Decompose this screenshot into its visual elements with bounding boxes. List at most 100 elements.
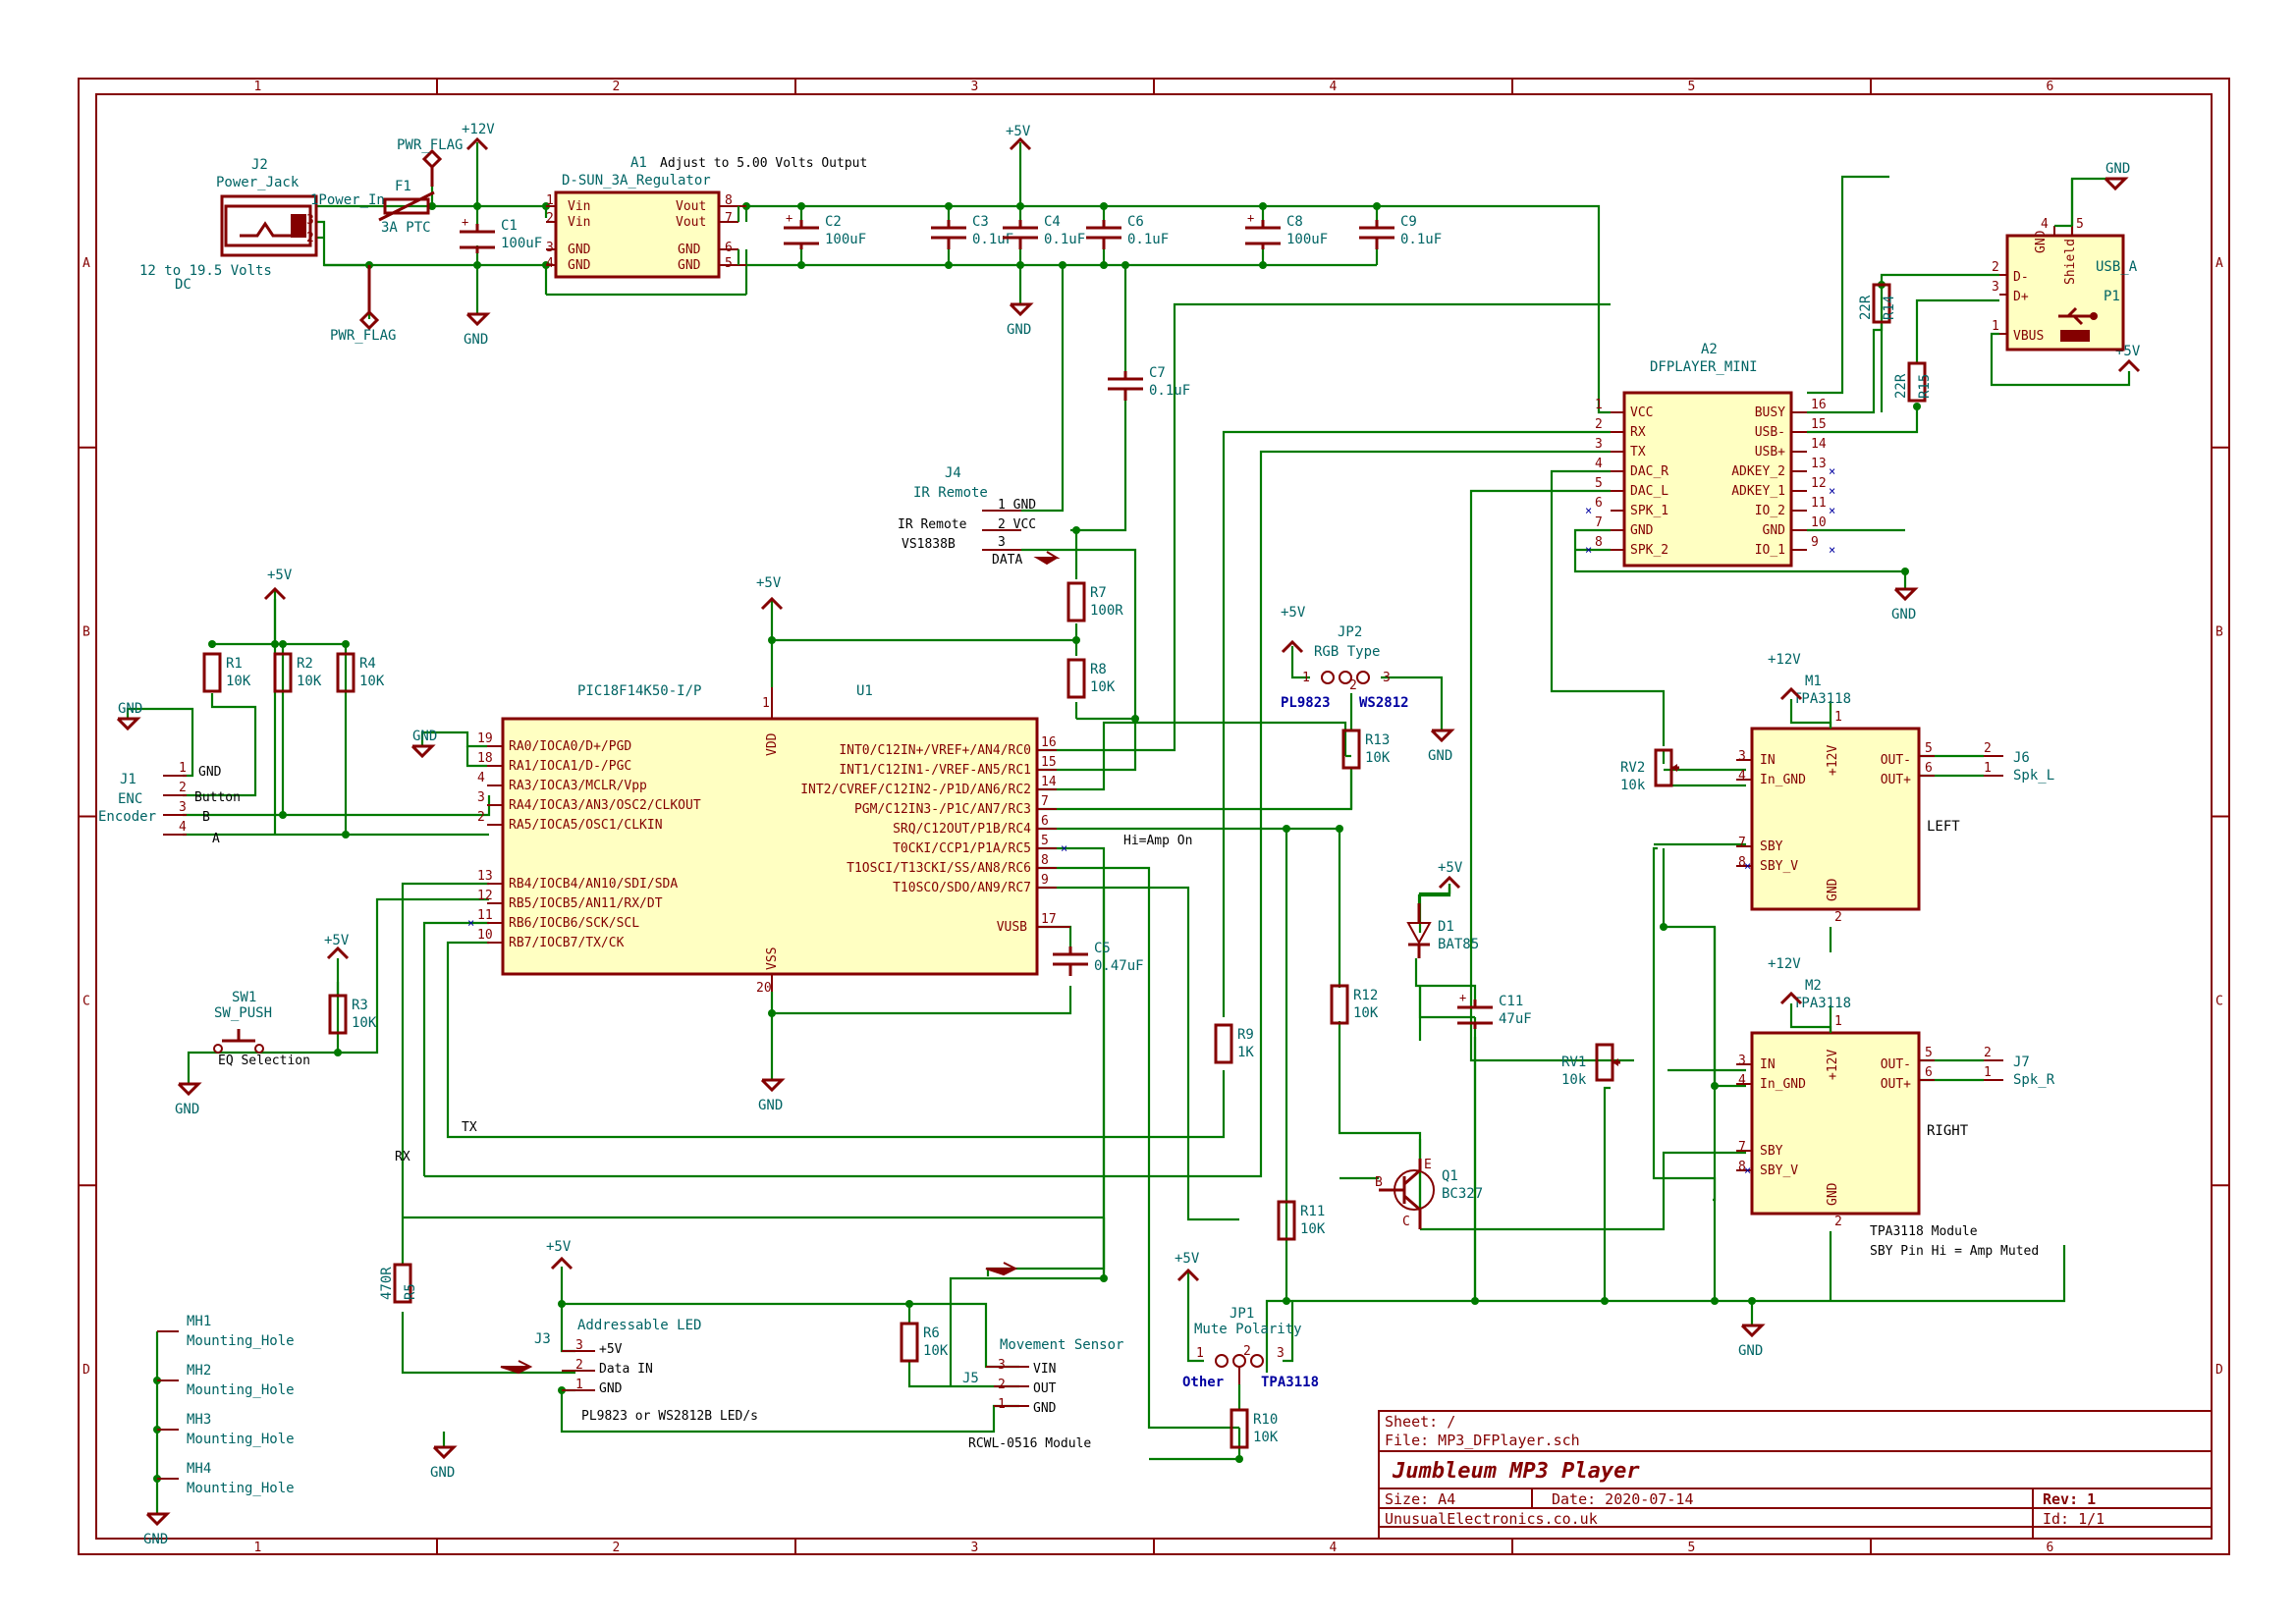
gnd-label: GND <box>143 1532 168 1547</box>
cap-ref: C9 <box>1400 214 1417 230</box>
u1-pin-num: 9 <box>1041 873 1049 888</box>
amp-value: TPA3118 <box>1793 996 1851 1011</box>
no-connect-mark: × <box>1829 504 1835 517</box>
usb-connector-p1: USB_A P1 GND Shield D- D+ VBUS 2 3 1 4 5 <box>1992 217 2138 352</box>
resistor-ref: R5 <box>403 1283 418 1300</box>
capacitor-c9: C90.1uF <box>1359 214 1442 249</box>
resistor-value: 22R <box>1858 295 1874 320</box>
u1-left-pin: RB6/IOCB6/SCK/SCL <box>509 916 639 931</box>
p5v-led-label: +5V <box>546 1239 572 1255</box>
ground-symbol: GND <box>1007 302 1034 338</box>
gnd-label: GND <box>2105 161 2130 177</box>
cap-value: 0.1uF <box>1044 232 1085 247</box>
junction-dot <box>768 636 776 644</box>
a1-pin2-num: 2 <box>546 211 554 226</box>
plus-mark: + <box>1247 211 1254 225</box>
p5v-u1-label: +5V <box>756 575 782 591</box>
j2-note-volts: 12 to 19.5 Volts <box>139 263 272 279</box>
p5v-jp2-label: +5V <box>1281 605 1306 621</box>
j2-value: Power_Jack <box>216 175 300 190</box>
p12v-amp-label: +12V <box>1768 652 1801 668</box>
junction-dot <box>1901 568 1909 575</box>
title-rev: Rev: 1 <box>2043 1490 2096 1508</box>
u1-right-pin: T0CKI/CCP1/P1A/RC5 <box>893 841 1031 856</box>
p12v-amp-label: +12V <box>1768 956 1801 972</box>
jp2-right: WS2812 <box>1359 695 1409 711</box>
amp-conn-pin: 1 <box>1984 761 1992 776</box>
j3-ref: J3 <box>534 1331 551 1347</box>
no-connect-mark: × <box>1585 504 1592 517</box>
power-jack-j2: J2 Power_Jack 1Power_In 12 to 19.5 Volts… <box>139 157 385 293</box>
p5v-encoder: +5V <box>263 568 293 601</box>
resistor-value: 1K <box>1237 1045 1254 1060</box>
arrow-right-icon <box>500 1360 533 1375</box>
u1-right-pin: INT2/CVREF/C12IN2-/P1D/AN6/RC2 <box>800 783 1031 797</box>
q1-collector-label: C <box>1402 1215 1410 1229</box>
u1-pin-num: 8 <box>1041 853 1049 868</box>
border-row-label: B <box>2215 625 2223 640</box>
j4-pin2: 2 VCC <box>998 517 1036 532</box>
tx-label: TX <box>462 1120 477 1135</box>
a2-pin-num: 11 <box>1811 496 1827 511</box>
dfplayer-a2: A2 DFPLAYER_MINI 1VCC2RX3TX4DAC_R5DAC_L6… <box>1585 342 1835 568</box>
resistor-value: 10K <box>352 1015 377 1031</box>
amplifier-m1: M1TPA3118LEFTINIn_GNDSBYSBY_V+12VGNDOUT-… <box>1620 652 2054 925</box>
cap-value: 0.1uF <box>1127 232 1169 247</box>
junction-dot <box>279 811 287 819</box>
resistor-ref: R12 <box>1353 988 1378 1003</box>
resistor-ref: R11 <box>1300 1204 1325 1219</box>
u1-left-pin: RA1/IOCA1/D-/PGC <box>509 759 631 774</box>
capacitor-c6: C60.1uF <box>1086 214 1169 249</box>
p5v-d1: +5V <box>1417 860 1463 903</box>
gnd-label: GND <box>464 332 488 348</box>
p12v-symbol-top: +12V <box>462 122 495 151</box>
amp-channel-label: RIGHT <box>1927 1123 1969 1139</box>
jp1-right: TPA3118 <box>1261 1375 1319 1390</box>
amp-on-note: Hi=Amp On <box>1123 834 1192 848</box>
j3-title: Addressable LED <box>577 1318 701 1333</box>
junction-dot <box>1259 261 1267 269</box>
j5-pin3-num: 3 <box>998 1358 1006 1373</box>
a1-pin8-num: 8 <box>725 193 733 208</box>
amp-pin-in-gnd: In_GND <box>1760 773 1806 787</box>
border-row-label: C <box>82 994 90 1008</box>
junction-dot <box>1100 1274 1108 1282</box>
junction-dots <box>153 202 1921 1483</box>
p5v-jp2: +5V <box>1281 605 1306 654</box>
junction-dot <box>1072 636 1080 644</box>
regulator-a1: A1 Adjust to 5.00 Volts Output D-SUN_3A_… <box>546 155 867 279</box>
p5v-top-label: +5V <box>1006 124 1031 139</box>
resistor-ref: R6 <box>923 1325 940 1341</box>
junction-dot <box>279 640 287 648</box>
gnd-label: GND <box>1007 322 1031 338</box>
amp-conn-ref: J7 <box>2013 1055 2030 1070</box>
amp-pin-12v: +12V <box>1826 1050 1840 1080</box>
mounting-holes: MH1Mounting_HoleMH2Mounting_HoleMH3Mount… <box>157 1314 295 1496</box>
junction-dot <box>473 202 481 210</box>
pot-value: 10k <box>1620 778 1646 793</box>
a1-pin1-num: 1 <box>546 193 554 208</box>
junction-dot <box>1283 825 1290 833</box>
border-col-label: 6 <box>2047 80 2054 94</box>
a2-pin-num: 10 <box>1811 515 1827 530</box>
u1-right-pin: PGM/C12IN3-/P1C/AN7/RC3 <box>854 802 1031 817</box>
border-row-label: D <box>82 1363 90 1378</box>
jp1-pin1-num: 1 <box>1196 1346 1204 1361</box>
u1-right-pin: T10SCO/SDO/AN9/RC7 <box>893 881 1031 895</box>
junction-dot <box>342 831 350 839</box>
amp-pin-num: 8 <box>1738 855 1746 870</box>
u1-vusb: VUSB <box>997 920 1027 935</box>
amp-pin-out-plus: OUT+ <box>1881 773 1911 787</box>
j5-title: Movement Sensor <box>1000 1337 1123 1353</box>
jp1-ref: JP1 <box>1230 1306 1254 1322</box>
mh-value: Mounting_Hole <box>187 1333 295 1349</box>
cap-ref: C7 <box>1149 365 1166 381</box>
j3-note: PL9823 or WS2812B LED/s <box>581 1409 758 1424</box>
junction-dot <box>1471 1297 1479 1305</box>
jp2-left: PL9823 <box>1281 695 1331 711</box>
resistor-value: 100R <box>1090 603 1123 619</box>
